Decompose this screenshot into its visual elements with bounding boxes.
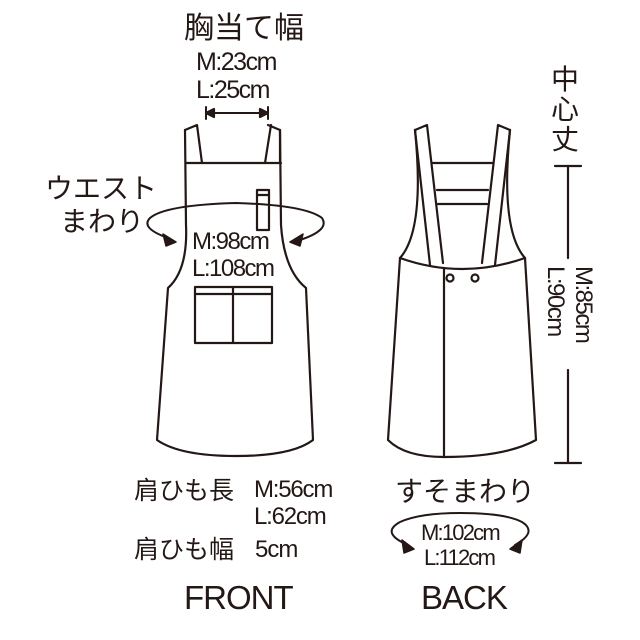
strap-length-label: 肩ひも長	[134, 476, 235, 505]
waist-label-line1: ウエスト	[45, 172, 158, 205]
strap-length-l: L:62cm	[254, 503, 327, 530]
center-length-m: M:85cm	[570, 266, 597, 343]
center-length-label-char3: 丈	[551, 123, 580, 156]
front-apron-drawing	[146, 106, 325, 458]
back-apron-drawing	[386, 123, 583, 554]
center-length-label-char2: 心	[551, 93, 580, 126]
hem-label: すそまわり	[395, 475, 536, 508]
bib-width-label: 胸当て幅	[184, 11, 304, 46]
bib-width-l: L:25cm	[196, 76, 270, 104]
waist-m: M:98cm	[192, 228, 270, 255]
front-view-label: FRONT	[184, 579, 294, 616]
back-view-label: BACK	[421, 579, 508, 616]
center-length-l: L:90cm	[542, 266, 569, 336]
waist-label-line2: まわり	[60, 205, 145, 238]
strap-length-m: M:56cm	[254, 476, 333, 503]
waist-l: L:108cm	[192, 255, 275, 282]
strap-width-label: 肩ひも幅	[134, 535, 235, 564]
strap-width-value: 5cm	[255, 536, 298, 563]
hem-l: L:112cm	[424, 545, 496, 570]
center-length-label-char1: 中	[551, 63, 580, 96]
bib-width-m: M:23cm	[196, 48, 277, 76]
hem-m: M:102cm	[421, 520, 501, 545]
